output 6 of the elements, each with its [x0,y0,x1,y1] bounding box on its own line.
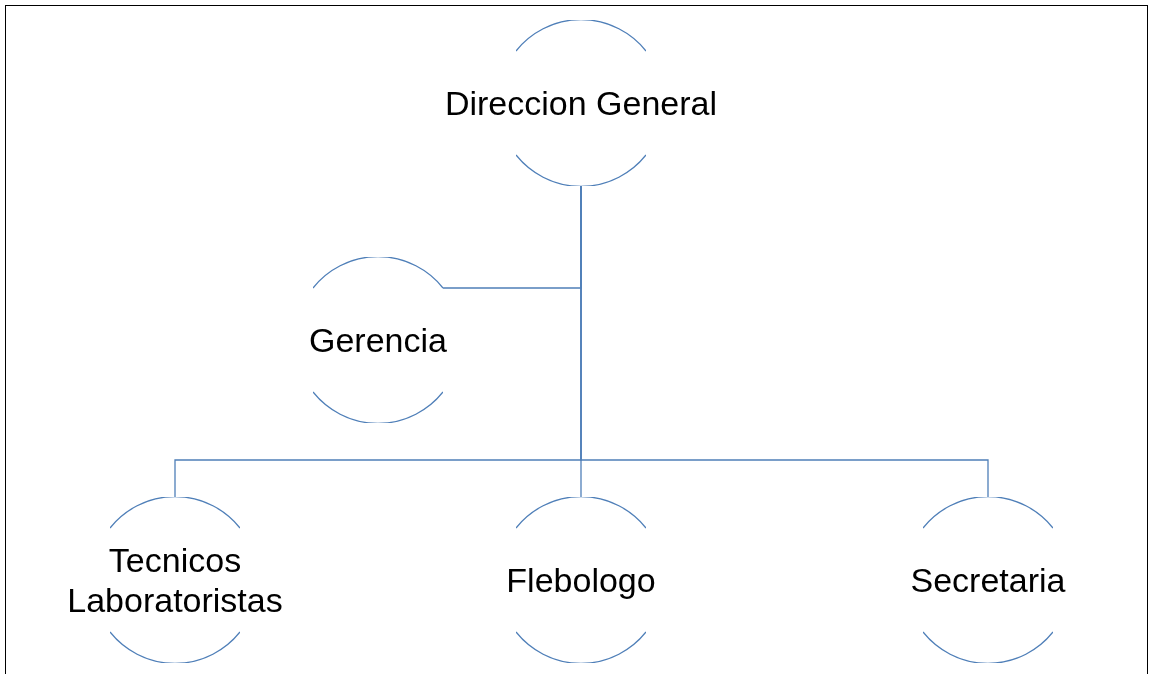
node-label: Secretaria [910,560,1066,600]
node-label: Flebologo [506,560,656,600]
node-label: Tecnicos Laboratoristas [66,540,284,620]
node-label: Gerencia [309,320,447,360]
connector-line [580,185,989,498]
node-label: Direccion General [444,83,718,123]
